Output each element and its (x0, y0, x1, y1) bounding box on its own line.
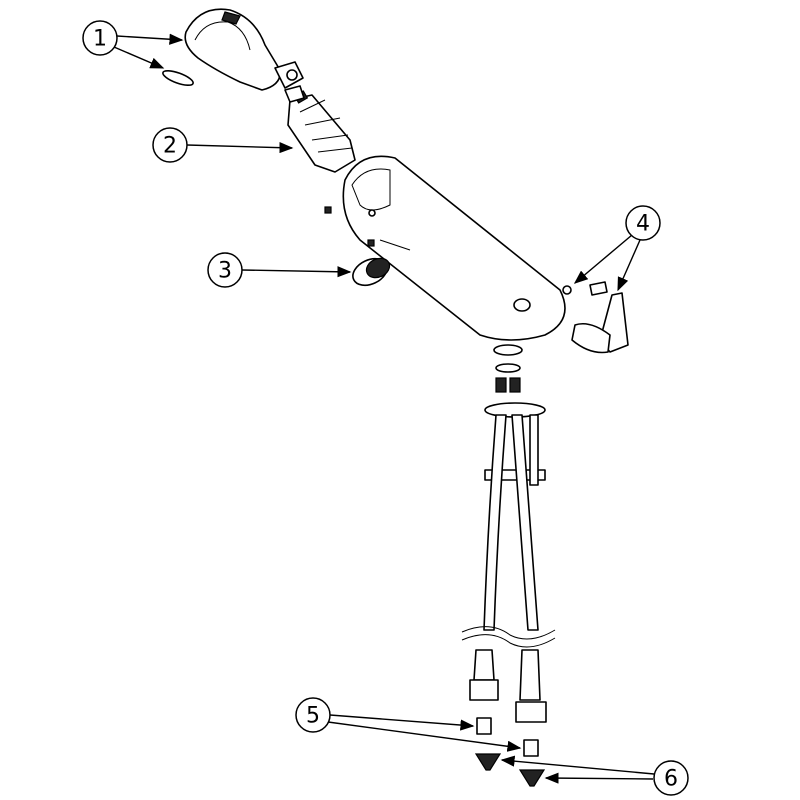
callout-4: 4 (625, 205, 661, 241)
svg-text:5: 5 (306, 704, 320, 729)
svg-text:4: 4 (636, 212, 650, 237)
callout-6: 6 (653, 760, 689, 796)
filters-part (474, 753, 546, 787)
aerator-part (352, 257, 391, 287)
callout-5: 5 (295, 697, 331, 733)
sensor-module-part (162, 8, 304, 91)
callout-1: 1 (82, 20, 118, 56)
svg-text:2: 2 (163, 134, 177, 159)
leader-lines (113, 33, 655, 784)
svg-text:1: 1 (93, 27, 107, 52)
check-valves-part (476, 717, 539, 757)
svg-text:6: 6 (664, 767, 678, 792)
svg-text:3: 3 (218, 259, 232, 284)
temperature-handle-part (562, 281, 629, 354)
callout-2: 2 (152, 127, 188, 163)
solenoid-cartridge-part (284, 85, 356, 173)
callout-3: 3 (207, 252, 243, 288)
supply-hoses-part (461, 414, 556, 723)
faucet-body-part (324, 155, 566, 341)
